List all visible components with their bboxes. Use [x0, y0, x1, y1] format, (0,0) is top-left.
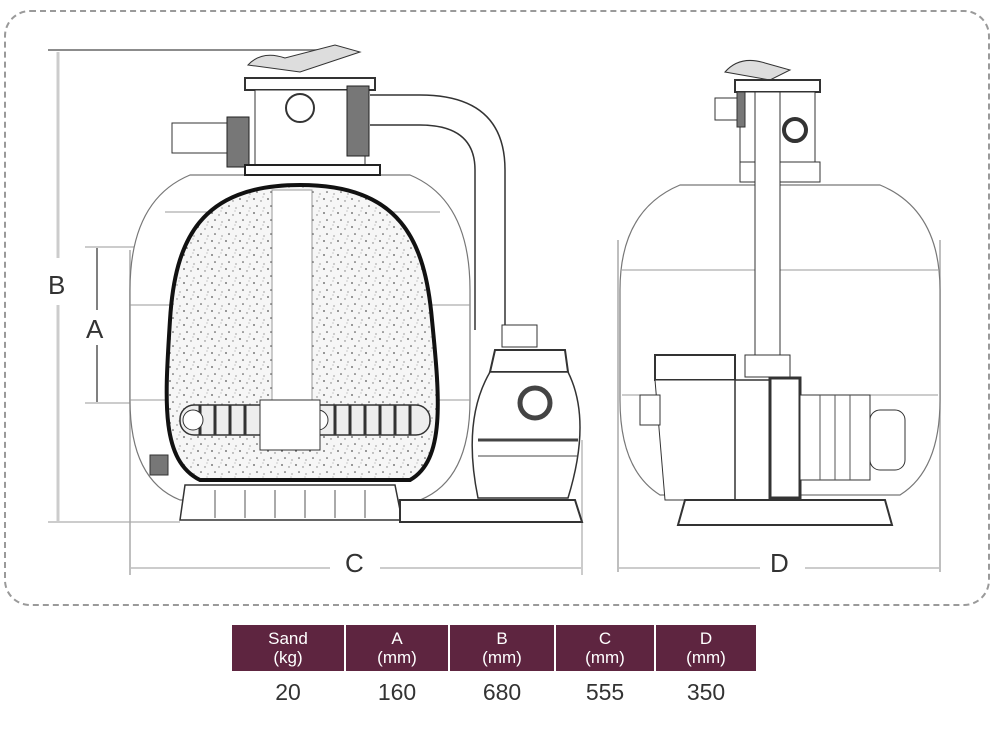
label-b: B — [48, 270, 65, 300]
pump-side — [639, 354, 906, 526]
label-c: C — [345, 548, 364, 578]
header-line2: (mm) — [686, 648, 726, 667]
multiport-valve — [171, 44, 381, 176]
header-line1: C — [598, 629, 612, 648]
cell-sand: 20 — [275, 679, 301, 705]
header-sand: Sand(kg) — [232, 625, 344, 671]
header-line2: (kg) — [273, 648, 303, 667]
header-line1: D — [699, 629, 713, 648]
header-line1: B — [496, 629, 508, 648]
header-b: B(mm) — [450, 625, 554, 671]
cell-c: 555 — [585, 679, 625, 705]
header-line1: Sand — [268, 629, 308, 648]
laterals — [179, 399, 431, 451]
spec-table-header-row: Sand(kg) A(mm) B(mm) C(mm) D(mm) — [232, 625, 756, 671]
cell-d: 350 — [686, 679, 726, 705]
filter-diagram: B A C D — [48, 44, 941, 578]
header-line2: (mm) — [482, 648, 522, 667]
diagram-frame — [4, 10, 990, 606]
cell-a: 160 — [377, 679, 417, 705]
table-row: 20 160 680 555 350 — [232, 671, 756, 707]
cell-b: 680 — [482, 679, 522, 705]
header-line2: (mm) — [585, 648, 625, 667]
header-c: C(mm) — [556, 625, 654, 671]
label-d: D — [770, 548, 789, 578]
header-d: D(mm) — [656, 625, 756, 671]
spec-table: Sand(kg) A(mm) B(mm) C(mm) D(mm) 20 160 … — [230, 625, 758, 707]
header-line2: (mm) — [377, 648, 417, 667]
header-a: A(mm) — [346, 625, 448, 671]
label-a: A — [86, 314, 104, 344]
dimension-b: B — [48, 49, 330, 523]
side-view-filter — [619, 60, 941, 526]
front-view-filter — [129, 44, 584, 523]
header-line1: A — [391, 629, 403, 648]
drain-plug — [149, 454, 169, 476]
pump-front — [399, 349, 584, 523]
